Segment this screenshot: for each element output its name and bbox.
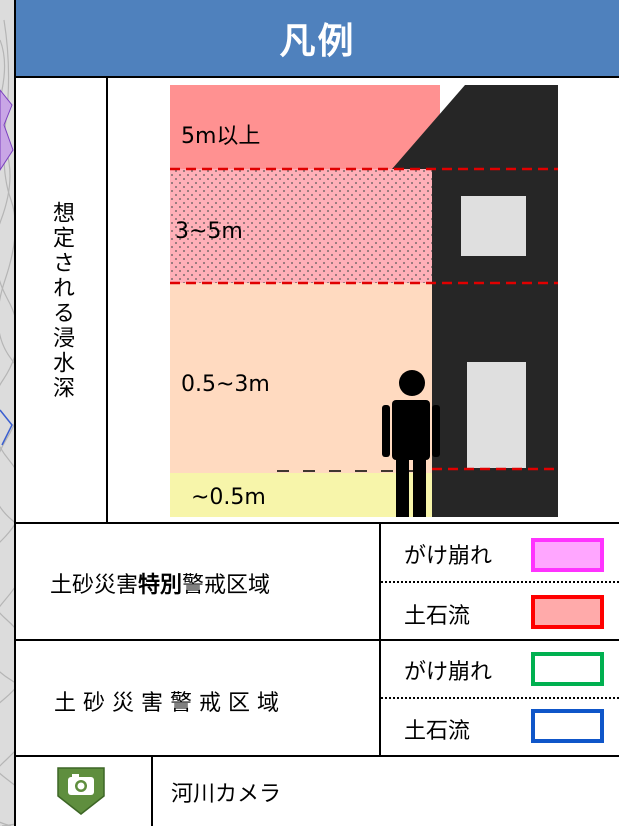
special-debris-label: 土石流	[404, 604, 471, 629]
legend-panel: 凡例 想定される浸水深	[14, 0, 619, 826]
depth-illustration	[170, 85, 558, 517]
divider	[16, 522, 619, 524]
zone-5m-plus	[170, 85, 440, 169]
divider	[151, 757, 153, 826]
warning-cliff-label: がけ崩れ	[404, 660, 493, 685]
divider	[379, 524, 381, 755]
zone-label-under-05m: ~0.5m	[191, 485, 266, 510]
special-cliff-label: がけ崩れ	[404, 544, 493, 569]
sediment-special-bold: 特別	[138, 573, 183, 598]
special-cliff-swatch	[531, 538, 604, 572]
camera-icon	[57, 767, 105, 815]
zone-label-3-5m: 3~5m	[175, 219, 243, 244]
zone-label-5m-plus: 5m以上	[181, 124, 261, 149]
warning-debris-label: 土石流	[404, 719, 471, 744]
divider	[381, 697, 619, 699]
divider	[381, 581, 619, 583]
depth-boundary-lines	[170, 167, 558, 471]
warning-cliff-swatch	[531, 652, 604, 686]
zone-label-05-3m: 0.5~3m	[181, 372, 270, 397]
zone-3-5m-dots	[170, 169, 440, 283]
house-window-lower	[467, 362, 526, 468]
camera-label: 河川カメラ	[171, 782, 282, 807]
sediment-special-text-1: 土砂災害	[50, 573, 139, 598]
divider	[16, 639, 619, 641]
warning-debris-swatch	[531, 709, 604, 743]
sediment-special-label: 土砂災害特別警戒区域	[50, 567, 270, 599]
depth-title-text: 想定される浸水深	[49, 201, 74, 401]
person-figure	[382, 370, 440, 517]
legend-title: 凡例	[16, 0, 619, 78]
divider	[16, 755, 619, 757]
special-debris-swatch	[531, 595, 604, 629]
zone-under-05m	[170, 473, 440, 517]
sediment-warning-label: 土 砂 災 害 警 戒 区 域	[54, 691, 279, 716]
depth-section-title: 想定される浸水深	[16, 78, 108, 524]
sediment-special-text-2: 警戒区域	[182, 573, 271, 598]
house-window-upper	[461, 196, 526, 256]
